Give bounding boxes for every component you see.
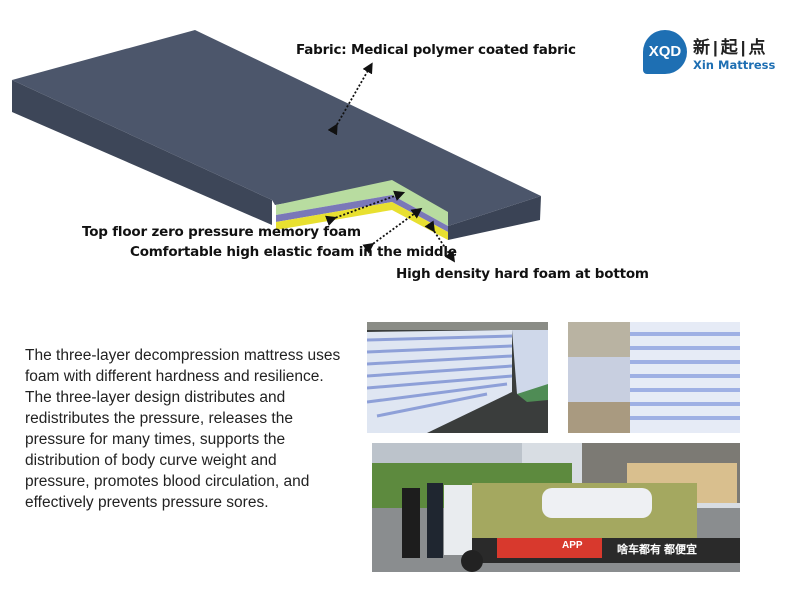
photo-foam-layers [568,322,740,433]
brand-logo: XQD 新|起|点 Xin Mattress [643,30,776,75]
photo-foam-stacks [367,322,548,433]
product-description: The three-layer decompression mattress u… [25,347,341,511]
label-fabric: Fabric: Medical polymer coated fabric [296,42,576,58]
top-layer-pointer [325,190,406,226]
mattress-diagram [12,30,541,263]
logo-badge: XQD [643,30,687,74]
label-middle-layer: Comfortable high elastic foam in the mid… [130,244,457,260]
logo-english: Xin Mattress [693,58,776,72]
middle-layer-pointer [362,207,423,254]
label-bottom-layer: High density hard foam at bottom [396,266,649,282]
mattress-top-face [12,30,541,226]
label-top-layer: Top floor zero pressure memory foam [82,224,361,240]
logo-chinese: 新|起|点 [693,38,769,57]
truck-banner-left: APP [562,540,583,551]
photo-delivery-truck: APP 啥车都有 都便宜 [372,443,740,572]
mattress-front-side [12,80,272,225]
truck-banner-right: 啥车都有 都便宜 [617,544,698,556]
mattress-right-side [448,196,541,240]
